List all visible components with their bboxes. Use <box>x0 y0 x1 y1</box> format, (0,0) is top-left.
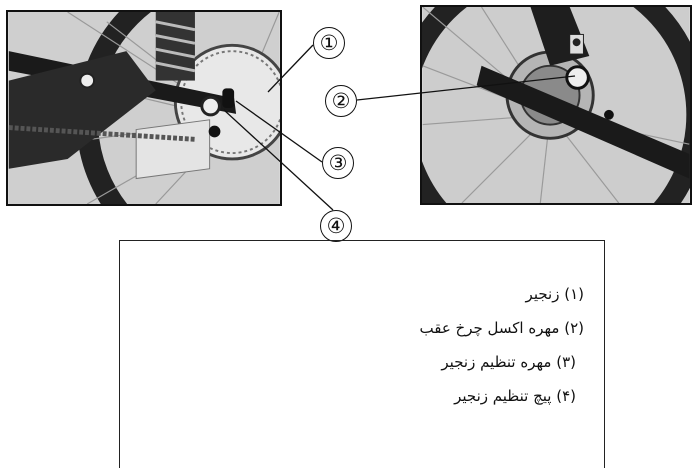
legend-item-rear-axle-nut: (۲) مهره اکسل چرخ عقب <box>419 319 584 337</box>
legend-item-chain: (۱) زنجیر <box>525 285 584 303</box>
callout-4: ④ <box>320 210 352 242</box>
rear-wheel-brake-side-photo <box>420 5 692 205</box>
rear-wheel-chain-illustration <box>8 12 280 204</box>
rear-wheel-brake-side-illustration <box>422 7 690 203</box>
legend-item-chain-adjuster-nut: (۳) مهره تنظیم زنجیر <box>441 353 576 371</box>
callout-1: ① <box>313 27 345 59</box>
rear-wheel-chain-photo <box>6 10 282 206</box>
callout-2: ② <box>325 85 357 117</box>
callout-3: ③ <box>322 147 354 179</box>
legend-item-chain-adjuster-bolt: (۴) پیچ تنظیم زنجیر <box>454 387 576 405</box>
legend-box: (۱) زنجیر (۲) مهره اکسل چرخ عقب (۳) مهره… <box>119 240 605 468</box>
